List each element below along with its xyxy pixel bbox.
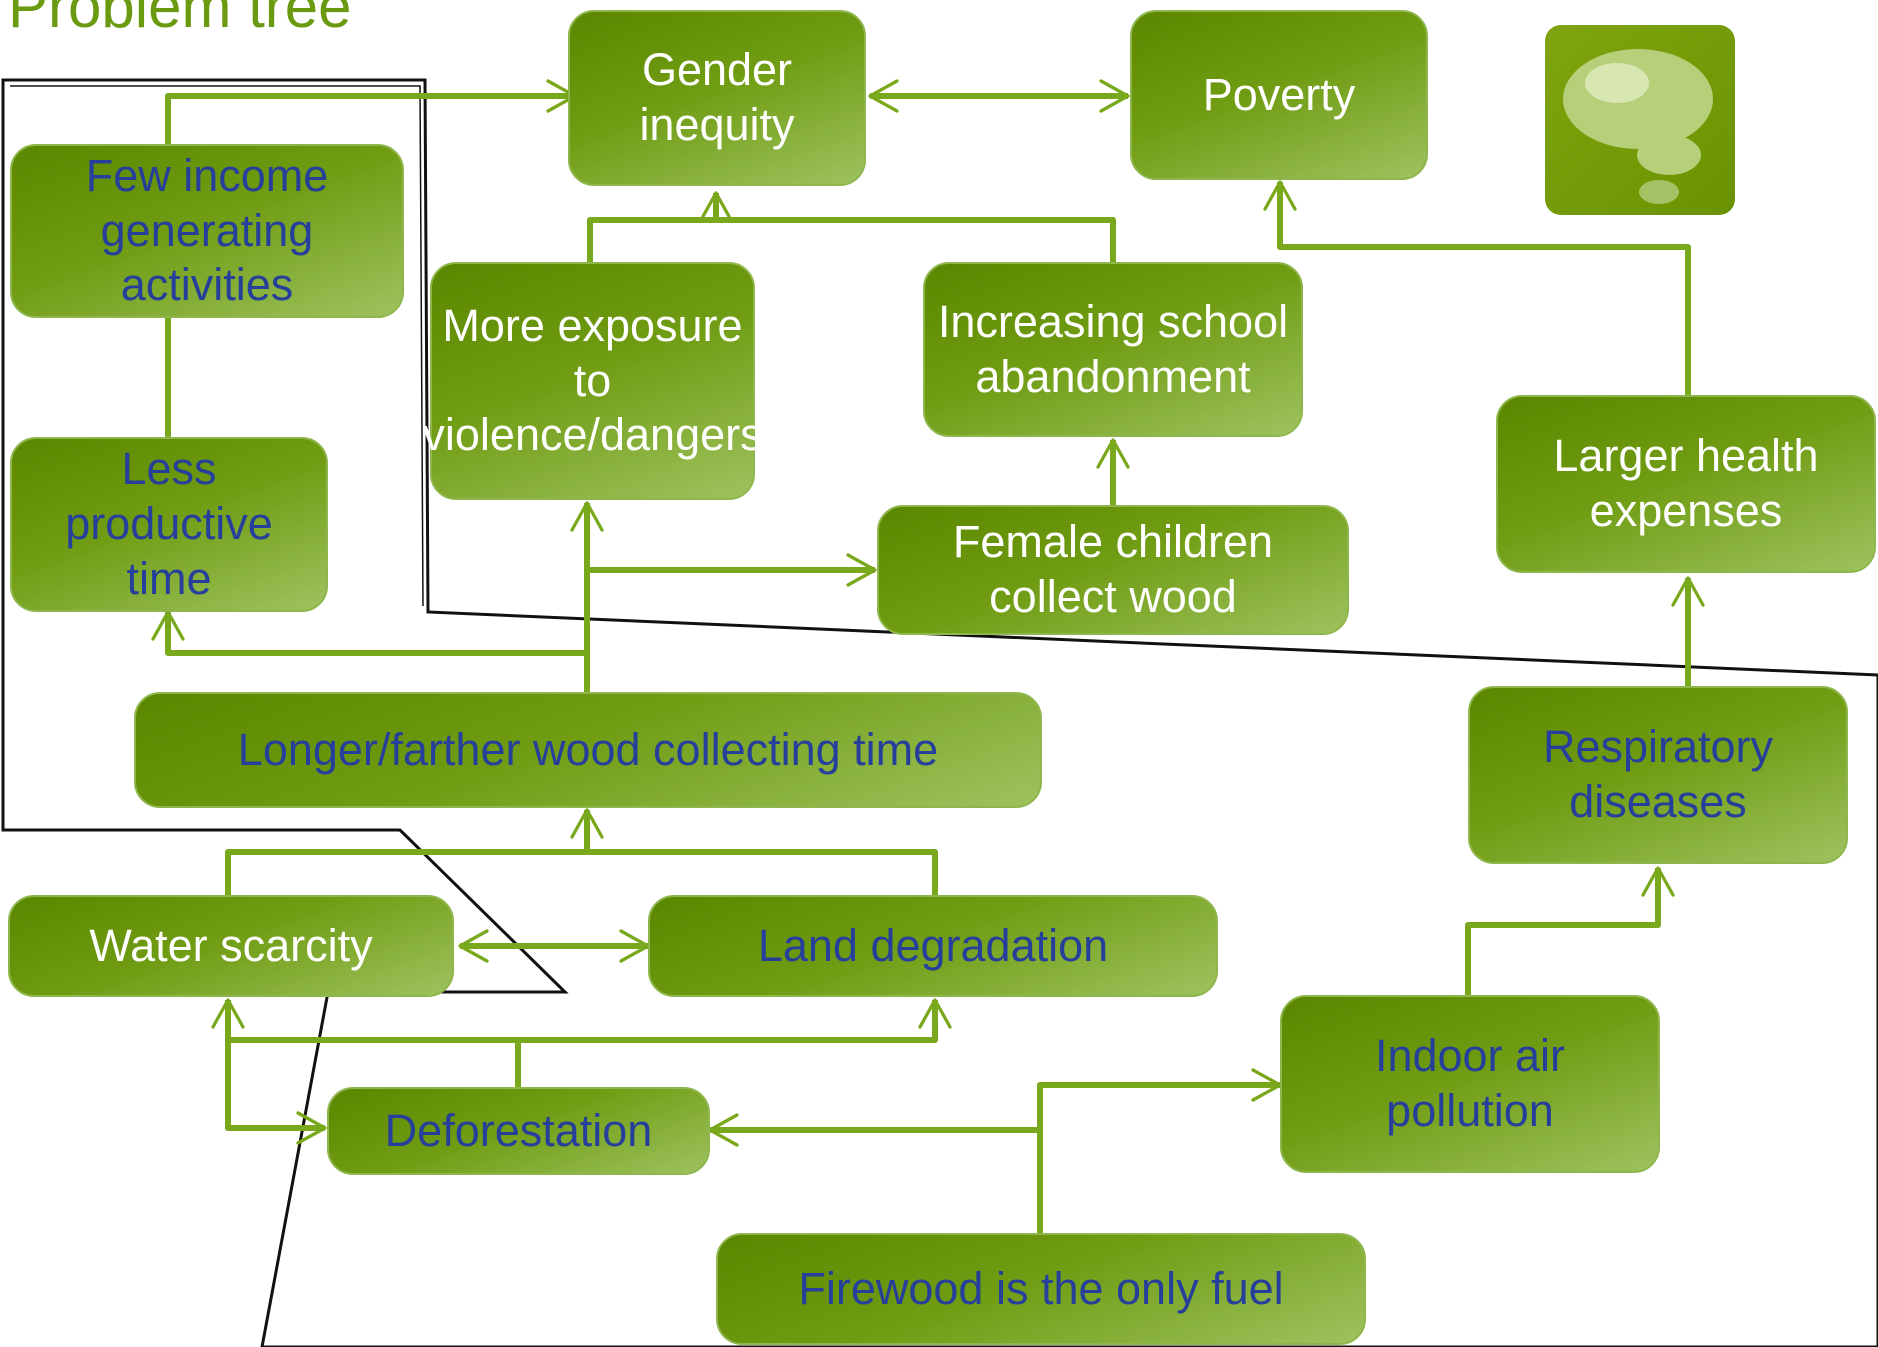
arrow-less-to-gender	[165, 79, 577, 438]
node-indoor-air-pollution: Indoor air pollution	[1280, 995, 1660, 1173]
arrow-firewood-indoor-air	[1037, 1068, 1282, 1130]
node-more-exposure: More exposure to violence/dangers	[422, 262, 763, 500]
node-larger-health-expenses: Larger health expenses	[1496, 395, 1876, 573]
node-deforestation: Deforestation	[327, 1087, 710, 1175]
node-poverty: Poverty	[1130, 10, 1428, 180]
node-few-income-generating-activities: Few income generating activities	[10, 144, 404, 318]
thought-bubble-icon	[1545, 25, 1735, 215]
node-land-degradation: Land degradation	[648, 895, 1218, 997]
arrow-longer-less-productive	[151, 610, 590, 692]
arrow-exposure-school-gender	[587, 193, 1116, 263]
arrow-longer-female	[584, 553, 877, 653]
page-title: Problem tree	[8, 0, 352, 40]
node-longer-wood-collecting-time: Longer/farther wood collecting time	[134, 692, 1042, 808]
node-firewood-only-fuel: Firewood is the only fuel	[716, 1233, 1366, 1345]
arrow-deforestation-water	[211, 998, 518, 1043]
arrow-firewood-deforestation	[708, 1113, 1043, 1233]
arrow-water-land-longer	[225, 810, 938, 895]
node-gender-inequity: Gender inequity	[568, 10, 866, 186]
node-less-productive-time: Less productive time	[10, 437, 328, 612]
node-increasing-school-abandonment: Increasing school abandonment	[923, 262, 1303, 437]
node-female-children-collect-wood: Female children collect wood	[877, 505, 1349, 635]
node-water-scarcity: Water scarcity	[8, 895, 454, 997]
boundary-outline	[1, 78, 1878, 1347]
arrow-deforestation-land	[515, 998, 952, 1087]
arrow-indoor-respiratory	[1465, 866, 1675, 995]
arrow-water-deforestation	[225, 1040, 327, 1145]
arrow-health-poverty	[1263, 180, 1691, 395]
node-respiratory-diseases: Respiratory diseases	[1468, 686, 1848, 864]
